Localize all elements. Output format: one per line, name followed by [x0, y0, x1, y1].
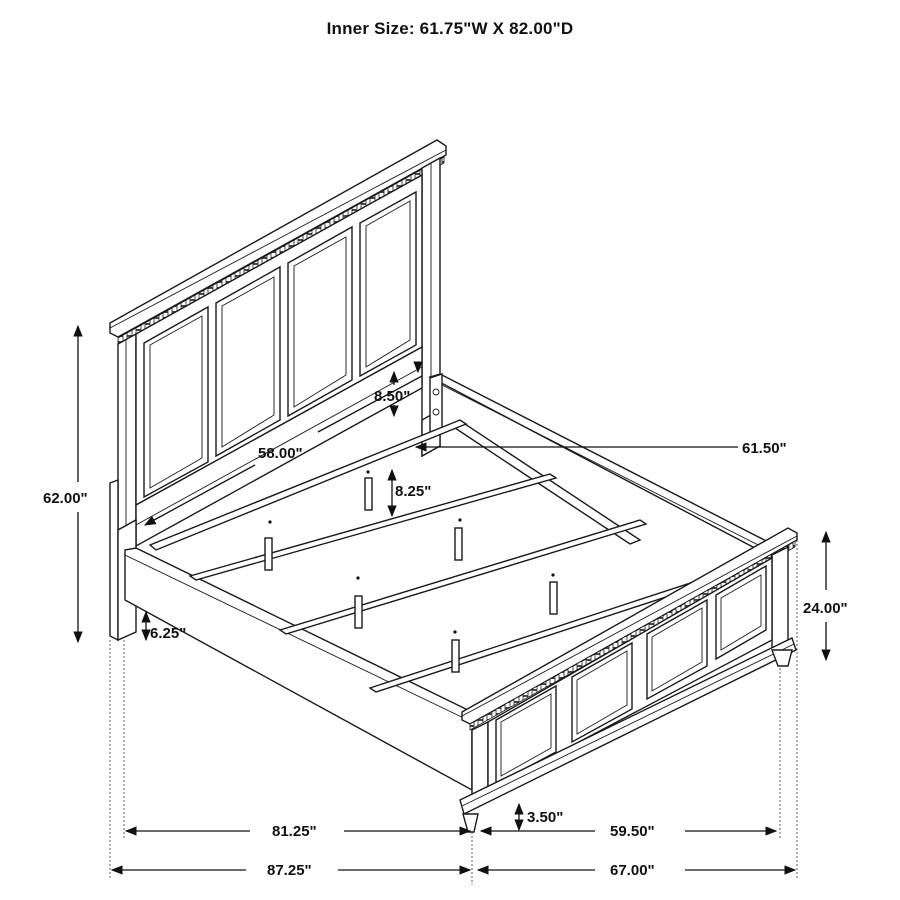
dimension-overall-length: 87.25": [110, 862, 472, 879]
label-overall-height: 62.00": [43, 490, 88, 507]
dimension-overall-height: 62.00": [43, 324, 88, 644]
label-headboard-inner-width: 58.00": [258, 445, 303, 462]
diagram-title: Inner Size: 61.75"W X 82.00"D: [326, 19, 574, 38]
dimension-rail-inner-width: 61.50": [414, 440, 787, 457]
dimension-panel-gap: 8.50": [374, 361, 423, 418]
label-headboard-leg-clearance: 6.25": [150, 625, 186, 642]
dimension-footboard-inner-width: 59.50": [479, 823, 778, 840]
label-overall-length: 87.25": [267, 862, 312, 879]
label-slat-height: 8.25": [395, 483, 431, 500]
dimension-footboard-height: 24.00": [803, 530, 848, 662]
dimension-headboard-inner-width: 58.00": [143, 375, 423, 526]
label-overall-width: 67.00": [610, 862, 655, 879]
label-footboard-inner-width: 59.50": [610, 823, 655, 840]
label-footboard-height: 24.00": [803, 600, 848, 617]
dimension-overall-width: 67.00": [476, 862, 797, 879]
headboard: [109, 139, 447, 642]
footboard: [459, 527, 798, 833]
dimension-headboard-leg-clearance: 6.25": [141, 610, 186, 642]
dimension-footboard-leg-clearance: 3.50": [514, 802, 563, 832]
label-panel-gap: 8.50": [374, 388, 410, 405]
extension-lines: [109, 540, 798, 885]
dimension-slat-height: 8.25": [387, 468, 431, 518]
label-footboard-leg-clearance: 3.50": [527, 809, 563, 826]
label-rail-inner-width: 61.50": [742, 440, 787, 457]
label-inner-length: 81.25": [272, 823, 317, 840]
dimension-inner-length: 81.25": [124, 823, 472, 840]
bed-frame-rails: [124, 373, 781, 792]
